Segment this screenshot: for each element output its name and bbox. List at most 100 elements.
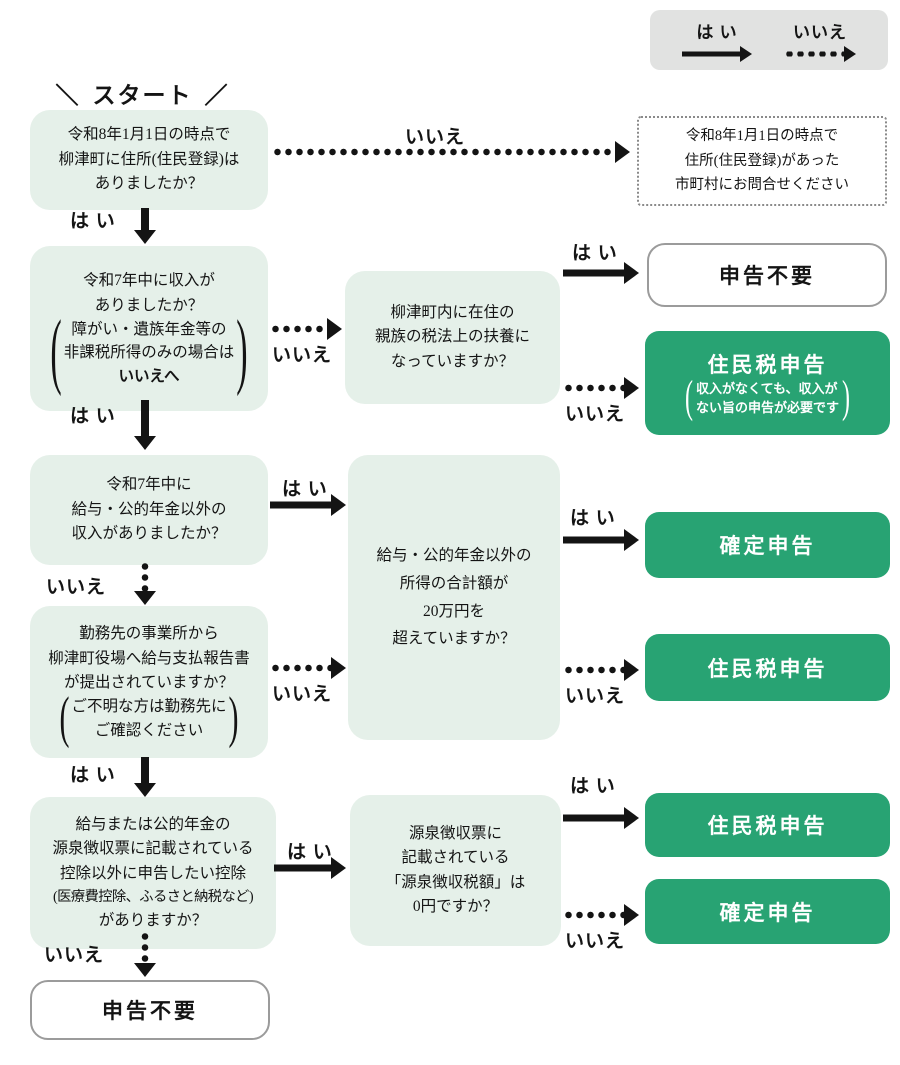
question-200k-line1: 給与・公的年金以外の (376, 546, 532, 564)
question-withholding-line4: 0円ですか？ (412, 897, 499, 915)
label-no-q2: いいえ (272, 345, 333, 366)
label-no-q4: いいえ (272, 684, 333, 705)
start-slash-right: ／ (204, 83, 230, 108)
question-residence-line1: 令和8年1月1日の時点で (67, 126, 231, 144)
question-income: 令和7年中に収入が ありましたか？ ( 障がい・遺族年金等の 非課税所得のみの場… (30, 246, 268, 411)
question-dependent-line3: なっていますか？ (390, 352, 515, 370)
result-note-line2: ない旨の申告が必要です (695, 400, 839, 415)
question-payroll-note: ( ご不明な方は勤務先に ご確認ください ) (57, 689, 240, 746)
arrow-boxB-yes-icon (563, 529, 639, 551)
question-payroll-report: 勤務先の事業所から 柳津町役場へ給与支払報告書 が提出されていますか？ ( ご不… (30, 606, 268, 758)
question-dependent-line2: 親族の税法上の扶養に (374, 328, 530, 346)
question-withholding-line3: 「源泉徴収税額」は (385, 873, 526, 891)
label-yes-boxB: は い (570, 508, 616, 529)
question-residence-line2: 柳津町に住所(住民登録)は (58, 150, 240, 168)
result-no-filing-2: 申告不要 (30, 980, 270, 1040)
question-withholding-line2: 記載されている (401, 849, 510, 867)
close-paren: ) (228, 686, 239, 750)
result-resident-tax-1-title: 住民税申告 (707, 352, 828, 377)
result-resident-tax-1: 住民税申告 ( 収入がなくても、収入が ない旨の申告が必要です ) (645, 331, 890, 435)
question-income-note-line3: いいえへ (118, 367, 180, 385)
label-yes-q2: は い (70, 406, 116, 427)
legend-no-label: いいえ (793, 22, 847, 42)
contact-line2: 住所(住民登録)があった (684, 152, 840, 169)
question-income-note-line2: 非課税所得のみの場合は (63, 344, 235, 362)
question-income-line2: ありましたか？ (94, 296, 204, 314)
question-deductions-line4: (医療費控除、ふるさと納税など) (52, 889, 254, 906)
question-income-note: ( 障がい・遺族年金等の 非課税所得のみの場合は いいえへ ) (48, 309, 249, 394)
question-payroll-note-line2: ご確認ください (94, 721, 204, 739)
question-income-line1: 令和7年中に収入が (83, 272, 215, 290)
legend-yes-arrow-icon (682, 45, 752, 63)
question-other-income-line1: 令和7年中に (106, 476, 192, 494)
start-label: ＼ スタート ／ (35, 76, 250, 110)
label-no-boxC: いいえ (565, 931, 626, 952)
question-payroll-note-line1: ご不明な方は勤務先に (71, 698, 227, 716)
arrow-q3-yes-icon (270, 494, 346, 516)
legend-yes-label: は い (696, 22, 738, 42)
label-no-boxB: いいえ (565, 686, 626, 707)
arrow-q5-yes-icon (274, 857, 346, 879)
arrow-boxB-no-icon (563, 659, 639, 681)
contact-line3: 市町村にお問合せください (675, 177, 849, 194)
open-paren: ( (684, 373, 693, 423)
label-no-q5: いいえ (44, 945, 105, 966)
result-resident-tax-3: 住民税申告 (645, 793, 890, 857)
label-yes-q3: は い (282, 479, 328, 500)
arrow-q3-no-icon (133, 561, 157, 605)
question-deductions: 給与または公的年金の 源泉徴収票に記載されている 控除以外に申告したい控除 (医… (30, 797, 276, 949)
question-deductions-line5: がありますか？ (98, 911, 208, 929)
close-paren: ) (236, 305, 248, 398)
arrow-q2-no-icon (270, 318, 342, 340)
question-residence: 令和8年1月1日の時点で 柳津町に住所(住民登録)は ありましたか？ (30, 110, 268, 210)
question-residence-line3: ありましたか？ (94, 175, 204, 193)
arrow-q2-yes-icon (133, 400, 157, 450)
question-deductions-line2: 源泉徴収票に記載されている (52, 840, 254, 858)
label-yes-boxA: は い (572, 243, 618, 264)
label-yes-boxC: は い (570, 776, 616, 797)
question-200k: 給与・公的年金以外の 所得の合計額が 20万円を 超えていますか？ (348, 455, 560, 740)
question-other-income-line2: 給与・公的年金以外の (71, 500, 227, 518)
result-final-return-2: 確定申告 (645, 879, 890, 944)
result-note-line1: 収入がなくても、収入が (695, 380, 838, 396)
question-200k-line3: 20万円を (422, 602, 485, 620)
result-resident-tax-2: 住民税申告 (645, 634, 890, 701)
arrow-q4-no-icon (270, 657, 346, 679)
result-resident-tax-1-note: ( 収入がなくても、収入が ない旨の申告が必要です ) (682, 375, 853, 421)
start-slash-left: ＼ (55, 83, 81, 108)
question-deductions-line3: 控除以外に申告したい控除 (59, 864, 246, 882)
question-other-income-line3: 収入がありましたか？ (71, 525, 227, 543)
question-payroll-line1: 勤務先の事業所から (79, 625, 219, 643)
start-text: スタート (92, 83, 193, 108)
question-withholding: 源泉徴収票に 記載されている 「源泉徴収税額」は 0円ですか？ (350, 795, 561, 946)
arrow-q1-yes-icon (133, 208, 157, 244)
question-payroll-line2: 柳津町役場へ給与支払報告書 (48, 649, 250, 667)
arrow-boxA-no-icon (563, 377, 639, 399)
arrow-boxC-yes-icon (563, 807, 639, 829)
result-final-return-1: 確定申告 (645, 512, 890, 578)
open-paren: ( (59, 686, 70, 750)
question-dependent: 柳津町内に在住の 親族の税法上の扶養に なっていますか？ (345, 271, 560, 404)
arrow-q4-yes-icon (133, 757, 157, 797)
question-withholding-line1: 源泉徴収票に (408, 824, 502, 842)
question-dependent-line1: 柳津町内に在住の (390, 303, 515, 321)
contact-municipality-box: 令和8年1月1日の時点で 住所(住民登録)があった 市町村にお問合せください (637, 116, 887, 206)
question-income-note-line1: 障がい・遺族年金等の (71, 321, 227, 339)
question-payroll-line3: が提出されていますか？ (63, 673, 235, 691)
label-yes-q4: は い (70, 765, 116, 786)
arrow-q5-no-icon (133, 931, 157, 977)
question-200k-line2: 所得の合計額が (399, 574, 509, 592)
question-other-income: 令和7年中に 給与・公的年金以外の 収入がありましたか？ (30, 455, 268, 565)
legend-no: いいえ (784, 18, 856, 63)
question-200k-line4: 超えていますか？ (392, 630, 516, 648)
open-paren: ( (50, 305, 62, 398)
legend-box: は い いいえ (650, 10, 888, 70)
result-no-filing-1: 申告不要 (647, 243, 887, 307)
question-deductions-line1: 給与または公的年金の (75, 815, 231, 833)
legend-no-arrow-icon (784, 45, 856, 63)
arrow-boxC-no-icon (563, 904, 639, 926)
arrow-boxA-yes-icon (563, 262, 639, 284)
label-yes-q1: は い (70, 211, 116, 232)
label-no-q3: いいえ (46, 577, 107, 598)
